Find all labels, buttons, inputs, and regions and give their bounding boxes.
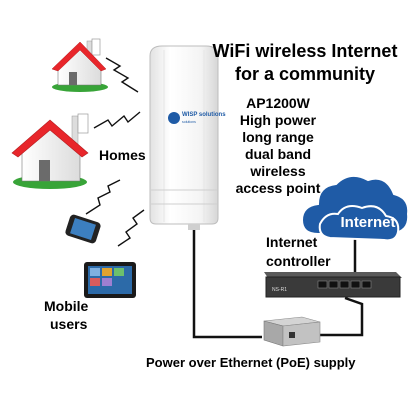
tablet-icon — [84, 262, 136, 298]
product-spec-line: High power — [239, 112, 317, 128]
product-spec-line: access point — [235, 180, 321, 196]
house-icon — [51, 38, 108, 92]
page-title-line-1: WiFi wireless Internet — [212, 41, 398, 61]
product-spec-line: wireless — [250, 163, 306, 179]
svg-text:solutions: solutions — [182, 120, 196, 124]
ethernet-ports — [317, 280, 372, 289]
poe-supply-device — [263, 316, 321, 347]
house-icon — [11, 113, 89, 189]
internet-controller-label-line-1: Internet — [266, 234, 318, 250]
wireless-signal-icons — [85, 57, 145, 247]
poe-supply-label: Power over Ethernet (PoE) supply — [146, 355, 356, 370]
svg-text:NS-R1: NS-R1 — [272, 287, 287, 293]
page-title-line-2: for a community — [234, 64, 376, 84]
homes-label: Homes — [99, 147, 146, 163]
cloud-label: Internet — [340, 214, 395, 231]
mobile-users-label-line-2: users — [50, 316, 88, 332]
internet-controller-device: NS-R1 — [264, 272, 402, 298]
internet-cloud-icon: Internet — [300, 174, 410, 242]
svg-text:WISP solutions: WISP solutions — [182, 112, 226, 118]
product-spec-line: long range — [242, 129, 314, 145]
phone-icon — [65, 214, 101, 244]
brand-logo: WISP solutions solutions — [168, 112, 226, 124]
internet-controller-label-line-2: controller — [266, 253, 331, 269]
product-spec-line: dual band — [244, 146, 312, 162]
product-model-label: AP1200W — [246, 95, 310, 111]
mobile-users-label-line-1: Mobile — [44, 298, 89, 314]
access-point-device: WISP solutions solutions — [149, 45, 226, 230]
